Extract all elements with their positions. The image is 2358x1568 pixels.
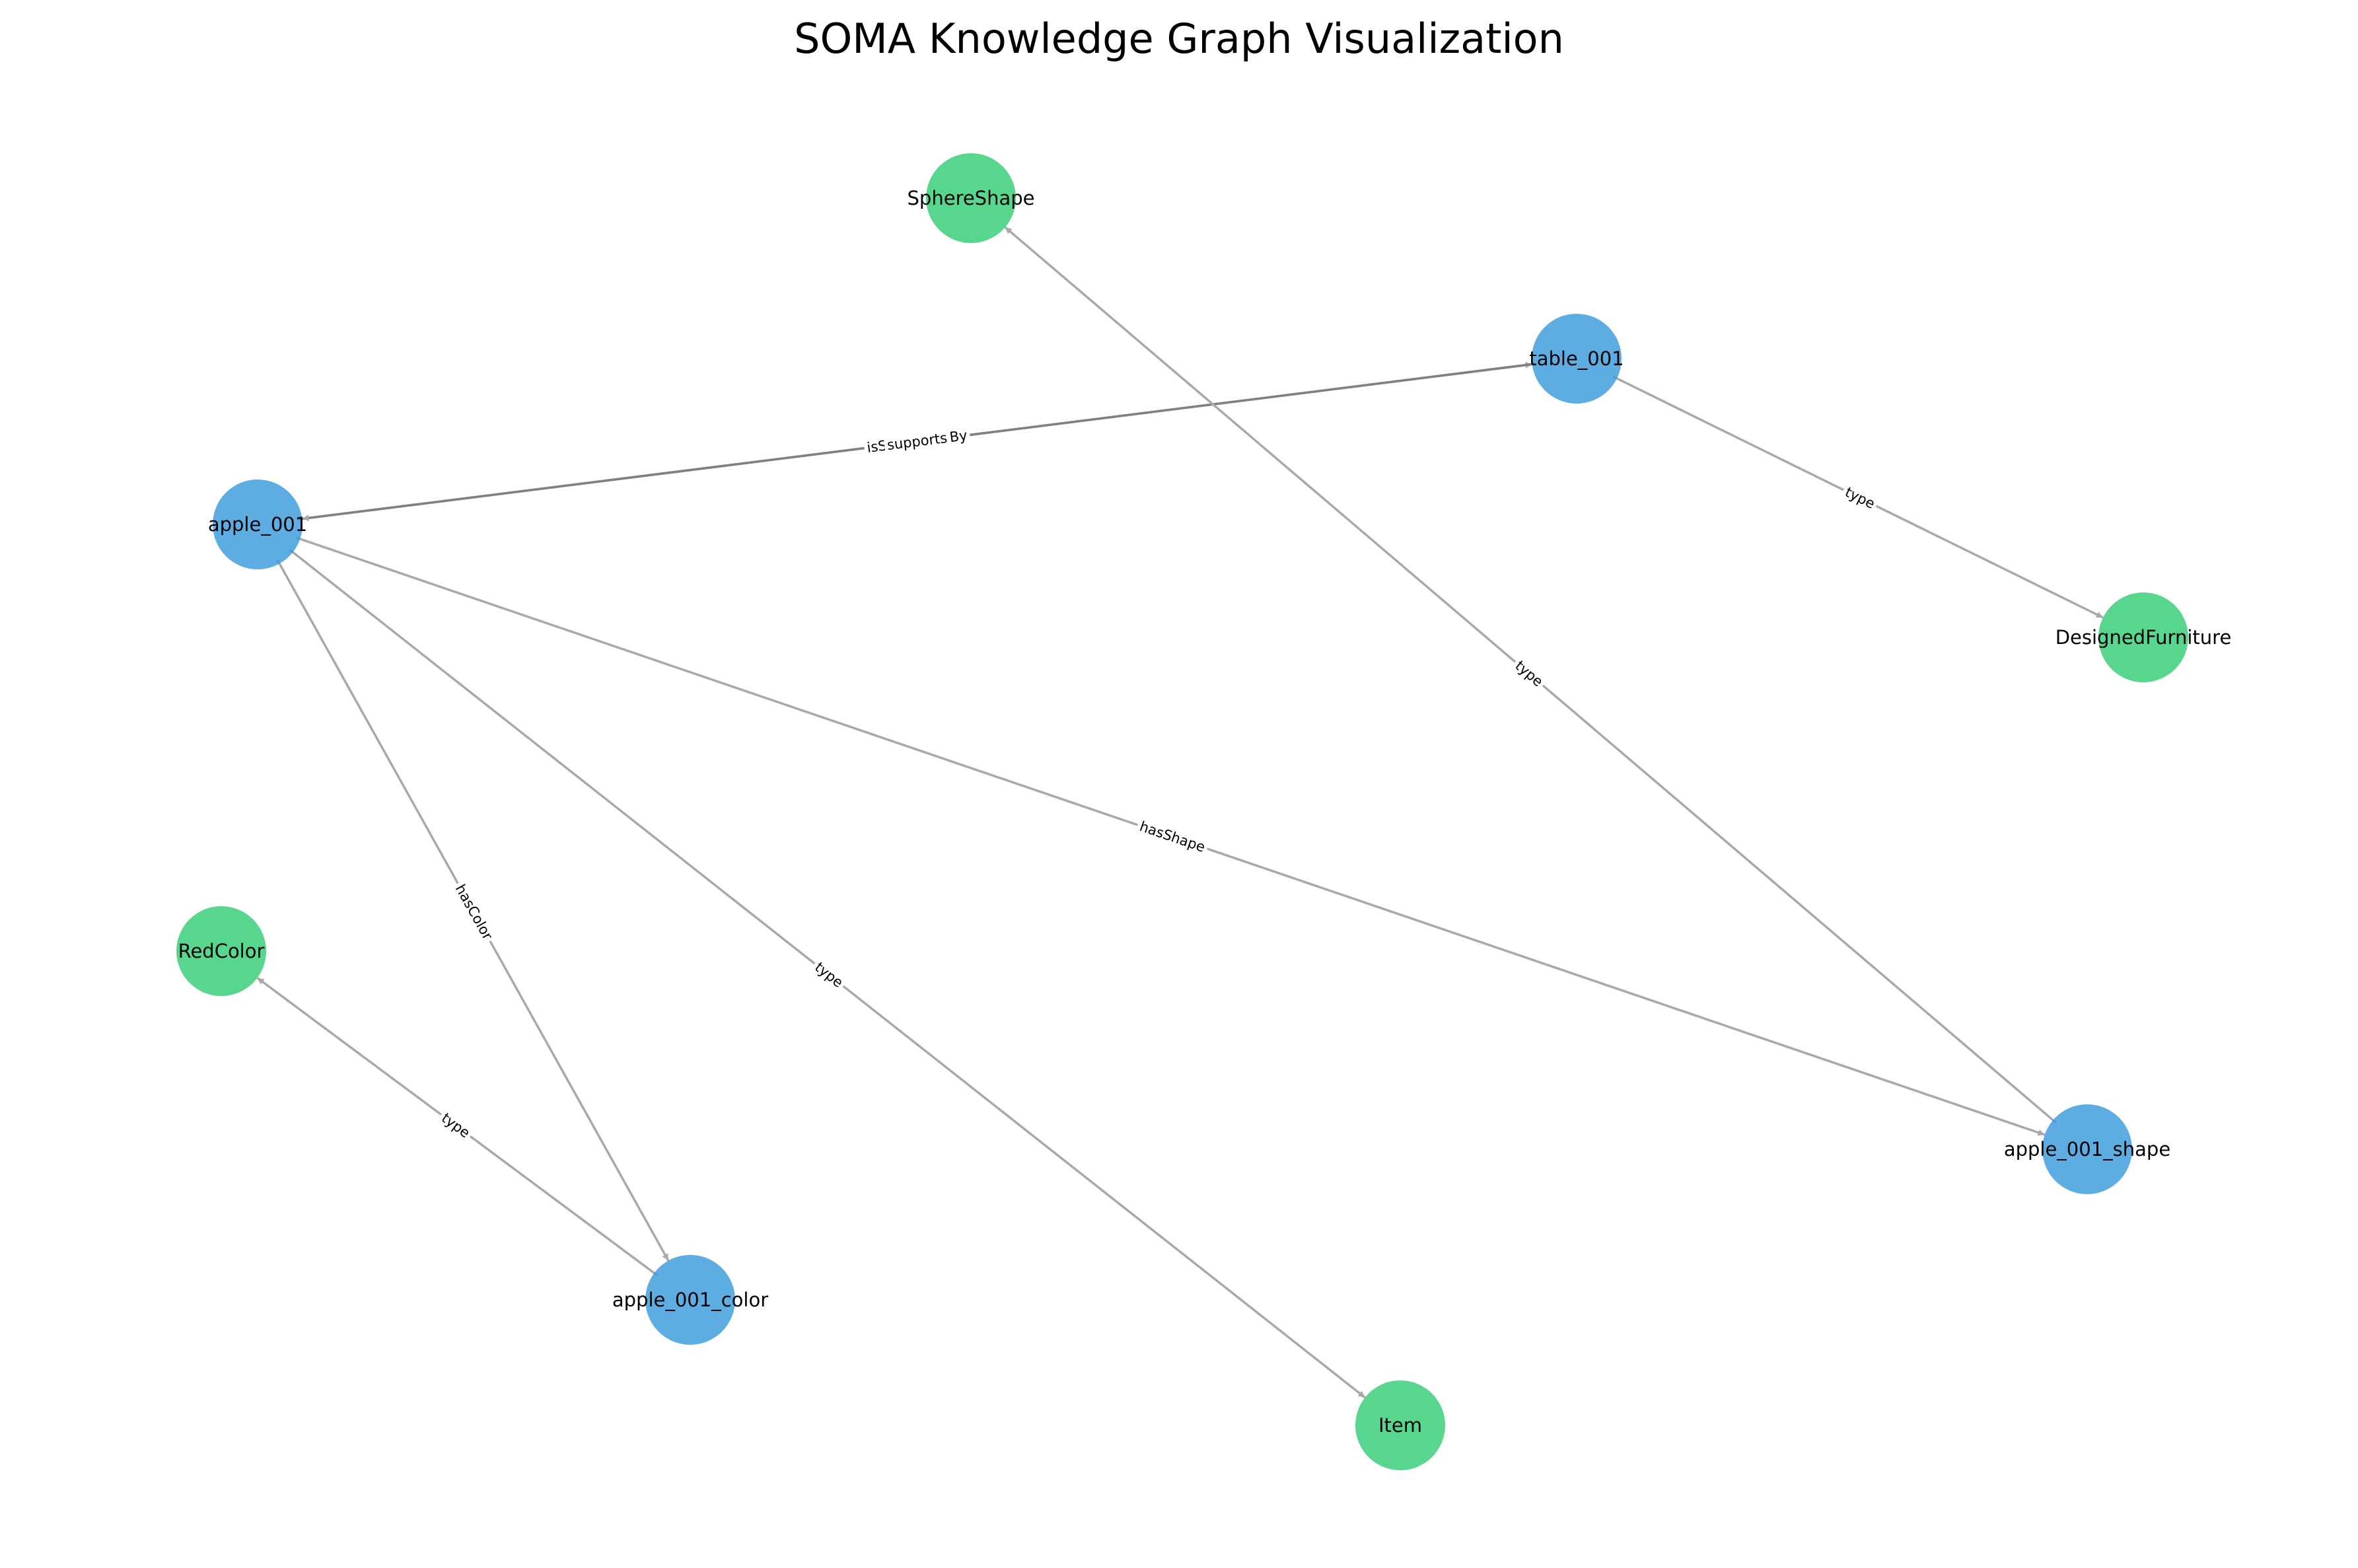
- edge-label-bg-e-apple-shape: [1135, 816, 1210, 858]
- page-title: SOMA Knowledge Graph Visualization: [794, 15, 1564, 63]
- node-label-apple_001_shape: apple_001_shape: [2004, 1138, 2170, 1160]
- edge-label-bg-e-color-type: [435, 1107, 476, 1144]
- node-label-designed_furniture: DesignedFurniture: [2055, 626, 2232, 649]
- node-sphere_shape: [926, 153, 1016, 243]
- edge-labels-layer: isSupportedBysupportstypetypehasShapehas…: [435, 425, 1880, 1144]
- node-apple_001_shape: [2042, 1104, 2132, 1194]
- node-label-red_color: RedColor: [178, 940, 265, 962]
- node-label-apple_001: apple_001: [208, 513, 307, 536]
- edge-label-bg-e-table-type: [1840, 481, 1880, 515]
- node-apple_001: [213, 480, 303, 569]
- edge-label-e-apple-shape: hasShape: [1137, 818, 1207, 855]
- node-designed_furniture: [2098, 592, 2188, 682]
- node-label-table_001: table_001: [1529, 347, 1624, 370]
- edge-label-group-e-apple-color: hasColor: [449, 878, 499, 946]
- nodes-layer: SphereShape table_001 apple_001DesignedFur…: [176, 153, 2231, 1470]
- node-red_color: [176, 906, 266, 996]
- edge-label-group-e-table-apple: supports: [883, 428, 951, 455]
- edge-label-group-e-apple-shape: hasShape: [1135, 816, 1210, 858]
- edge-label-bg-e-apple-type: [808, 956, 849, 993]
- edge-label-e-apple-color: hasColor: [452, 882, 496, 943]
- edge-label-group-e-table-type: type: [1840, 481, 1880, 515]
- edge-label-bg-e-apple-color: [449, 878, 499, 946]
- node-label-apple_001_color: apple_001_color: [612, 1289, 768, 1311]
- node-table_001: [1532, 314, 1622, 404]
- edge-label-group-e-shape-type: type: [1509, 655, 1549, 693]
- node-label-item: Item: [1378, 1414, 1422, 1437]
- edges-layer: [256, 226, 2104, 1399]
- node-label-sphere_shape: SphereShape: [908, 187, 1035, 209]
- edge-label-bg-e-table-apple: [883, 428, 951, 455]
- edge-label-group-e-apple-type: type: [808, 956, 849, 993]
- edge-label-bg-e-shape-type: [1509, 655, 1549, 693]
- edge-label-group-e-color-type: type: [435, 1107, 476, 1144]
- node-item: [1355, 1380, 1445, 1470]
- node-apple_001_color: [645, 1255, 735, 1345]
